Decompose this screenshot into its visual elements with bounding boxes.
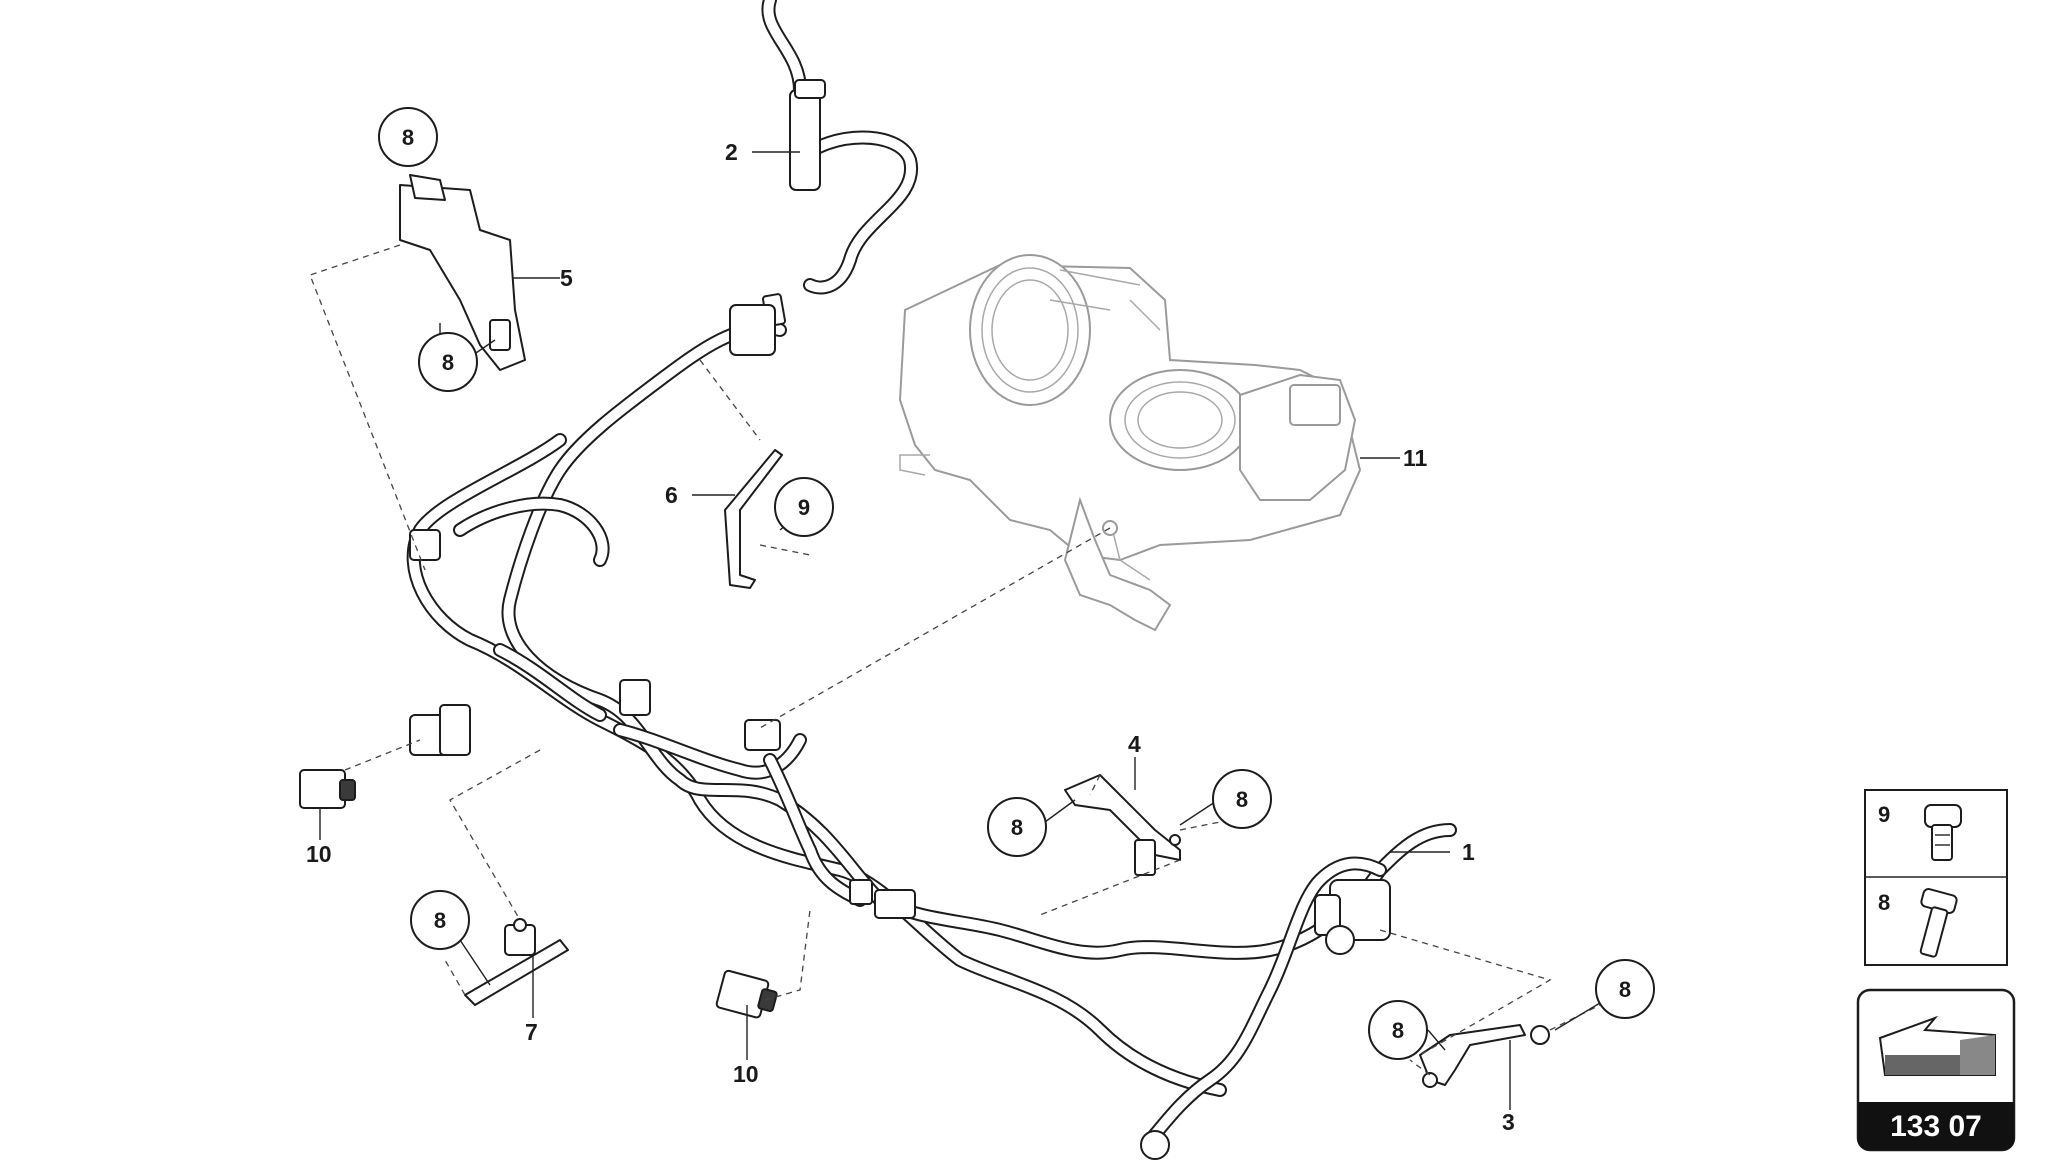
callout-2: 2 xyxy=(725,139,738,165)
connector-housing-5 xyxy=(744,719,781,751)
circle-8a-ring xyxy=(378,107,438,167)
bracket-6 xyxy=(724,449,783,589)
page-reference-tag: 133 07 xyxy=(1856,988,2016,1152)
sensor-10b xyxy=(715,969,778,1019)
bracket-5 xyxy=(399,174,526,371)
circle-8c: 8 xyxy=(1011,815,1023,840)
callout-4: 4 xyxy=(1128,731,1141,757)
hose-clip-1 xyxy=(874,889,916,919)
connector-housing-3 xyxy=(409,529,441,561)
hex-bolt-icon xyxy=(1919,888,1958,958)
arrow-up-left-icon xyxy=(1878,1015,1996,1076)
circle-8f-ring xyxy=(1368,1000,1428,1060)
breather-hose-clamp xyxy=(794,79,826,99)
breather-hose xyxy=(729,0,919,356)
legend-number-9: 9 xyxy=(1878,802,1890,827)
circle-9-ring xyxy=(774,477,834,537)
bracket-4 xyxy=(1064,774,1181,876)
circle-8d: 8 xyxy=(1236,787,1248,812)
harness-end-cap xyxy=(1140,1130,1170,1160)
hose-harness xyxy=(406,321,1457,1160)
circle-8f: 8 xyxy=(1392,1018,1404,1043)
fastener-legend: 9 8 xyxy=(1864,789,2008,966)
bracket-7 xyxy=(464,918,569,1006)
assembly-dashed-lines xyxy=(309,244,1601,1076)
purge-valve-port xyxy=(1325,925,1355,955)
bracket-3 xyxy=(1419,1024,1550,1088)
circle-8a: 8 xyxy=(402,125,414,150)
breather-hose-connector xyxy=(729,304,776,356)
callout-7: 7 xyxy=(525,1019,538,1045)
hose-clip-2 xyxy=(849,879,873,905)
breather-hose-sleeve xyxy=(789,89,821,191)
page-tag-bar xyxy=(1858,1102,2014,1150)
callout-11: 11 xyxy=(1403,445,1428,471)
circle-8e: 8 xyxy=(434,908,446,933)
callout-1: 1 xyxy=(1462,839,1475,865)
legend-number-8: 8 xyxy=(1878,890,1890,915)
callout-3: 3 xyxy=(1502,1109,1515,1135)
callout-10a: 10 xyxy=(306,841,332,867)
circle-8c-ring xyxy=(987,797,1047,857)
callout-labels: 1 2 3 4 5 6 7 10 10 11 xyxy=(306,139,1515,1135)
torx-bolt-icon xyxy=(1924,804,1962,861)
callout-5: 5 xyxy=(560,265,573,291)
sensor-10a xyxy=(299,769,356,809)
callout-6: 6 xyxy=(665,482,678,508)
connector-housing-4 xyxy=(619,679,651,716)
circle-8b: 8 xyxy=(442,350,454,375)
circle-8d-ring xyxy=(1212,769,1272,829)
circle-9: 9 xyxy=(798,495,810,520)
circled-callouts: 8 8 8 8 8 8 8 9 xyxy=(378,107,1655,1060)
throttle-body-assembly xyxy=(898,254,1362,632)
circle-8b-ring xyxy=(418,332,478,392)
circle-8e-ring xyxy=(410,890,470,950)
circle-8g-ring xyxy=(1595,959,1655,1019)
connector-housing-2 xyxy=(439,704,471,756)
circle-8g: 8 xyxy=(1619,977,1631,1002)
callout-10b: 10 xyxy=(733,1061,759,1087)
page-tag-text: 133 07 xyxy=(1890,1110,1982,1143)
